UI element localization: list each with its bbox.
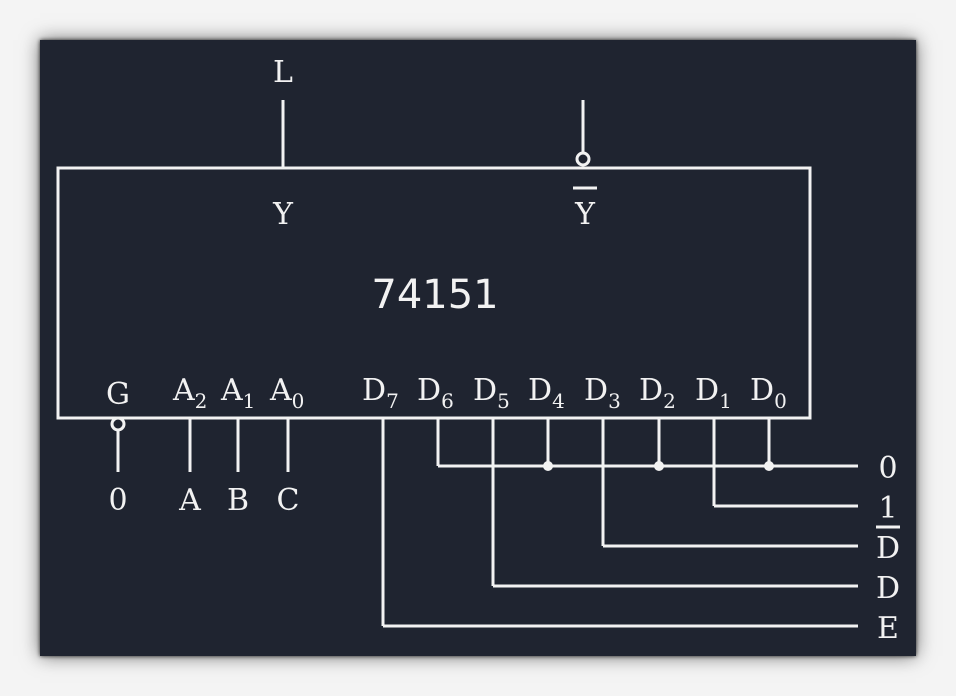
data-pin-label: D0: [750, 373, 787, 413]
y-bar-inversion-bubble: [575, 151, 591, 167]
select-pin-label: A2: [172, 373, 207, 413]
data-pin-d4: D4: [528, 373, 565, 413]
input-label-e: E: [877, 611, 899, 646]
data-pin-label: D1: [695, 373, 732, 413]
junction-dot: [654, 461, 664, 471]
input-label-1: 1: [878, 491, 897, 526]
data-pin-d7: D7: [362, 373, 399, 413]
data-pin-d5: D5: [473, 373, 510, 413]
data-pin-d3: D3: [584, 373, 621, 413]
data-pin-label: D2: [639, 373, 676, 413]
chalkboard-background: [40, 40, 916, 656]
select-pin-a1: A1 B: [220, 373, 255, 518]
data-pin-d1: D1: [695, 373, 732, 413]
input-label-0: 0: [878, 451, 897, 486]
data-pin-d0: D0: [750, 373, 787, 413]
chip-label: 74151: [371, 272, 498, 318]
select-input-label: A: [178, 483, 201, 518]
select-pin-a0: A0 C: [269, 373, 304, 518]
y-bar-output-pin-label: Y: [574, 197, 596, 232]
chip-body: [56, 166, 812, 420]
enable-inversion-bubble: [110, 416, 126, 432]
data-pin-label: D4: [528, 373, 565, 413]
data-pin-label: D7: [362, 373, 399, 413]
select-input-label: B: [227, 483, 249, 518]
select-pin-label: A1: [220, 373, 255, 413]
data-pin-label: D5: [473, 373, 510, 413]
data-pin-d6: D6: [417, 373, 454, 413]
junction-dot: [764, 461, 774, 471]
data-pin-label: D3: [584, 373, 621, 413]
y-output-pin-label: Y: [272, 197, 294, 232]
enable-value-label: 0: [108, 483, 127, 518]
data-pin-d2: D2: [639, 373, 676, 413]
input-label-d-bar: D: [876, 531, 900, 566]
input-label-d: D: [876, 571, 900, 606]
enable-pin-label: G: [106, 377, 130, 412]
select-input-label: C: [277, 483, 300, 518]
data-input-wiring: [381, 418, 858, 628]
data-pin-label: D6: [417, 373, 454, 413]
y-connection-label: L: [273, 55, 293, 90]
junction-dot: [543, 461, 553, 471]
select-pin-label: A0: [269, 373, 304, 413]
select-pin-a2: A2 A: [172, 373, 207, 518]
